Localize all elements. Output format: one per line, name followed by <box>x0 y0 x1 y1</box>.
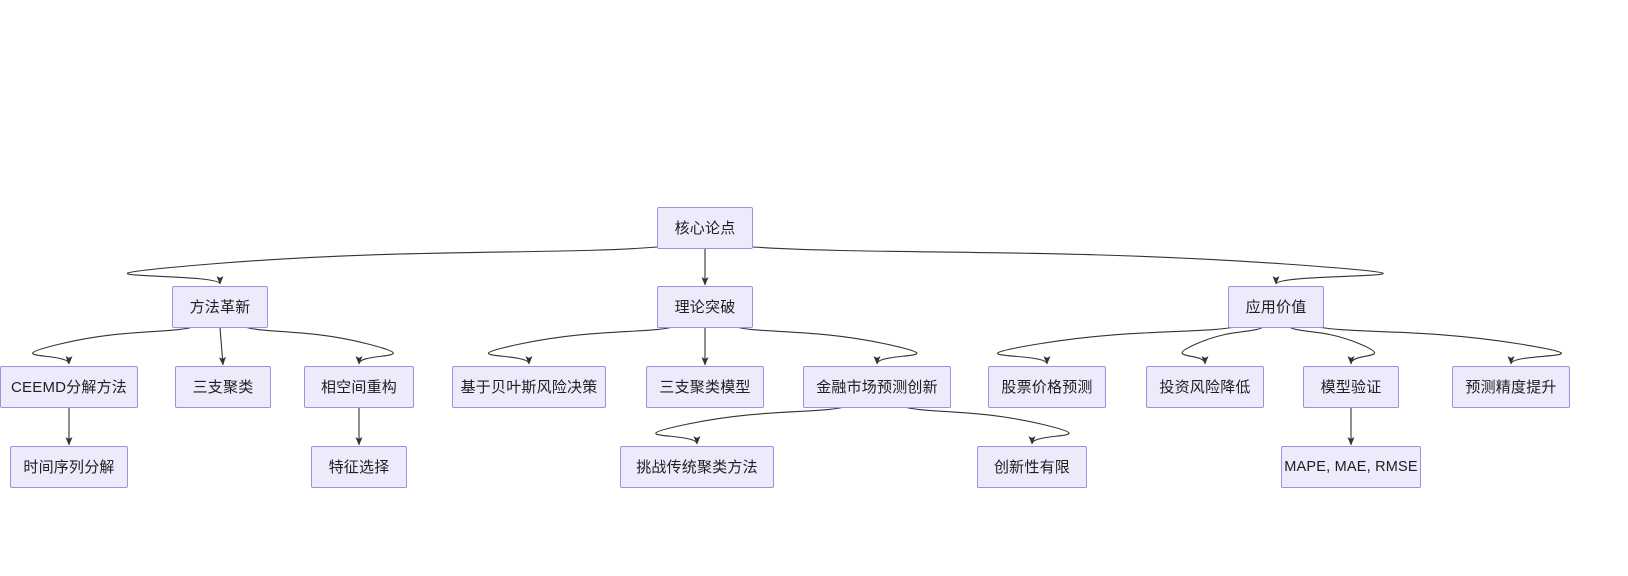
flowchart-edge-root-to-b1 <box>126 246 658 285</box>
node-label: 创新性有限 <box>993 458 1070 476</box>
flowchart-node-c6[interactable]: 金融市场预测创新 <box>803 366 951 408</box>
node-label: 投资风险降低 <box>1159 378 1251 396</box>
flowchart-node-d3[interactable]: 挑战传统聚类方法 <box>620 446 774 488</box>
flowchart-edge-b3-to-c9 <box>1287 325 1376 365</box>
flowchart-node-c1[interactable]: CEEMD分解方法 <box>0 366 138 408</box>
flowchart-node-c2[interactable]: 三支聚类 <box>175 366 271 408</box>
node-label: 模型验证 <box>1320 378 1382 396</box>
node-label: 三支聚类 <box>192 378 254 396</box>
node-label: 应用价值 <box>1245 298 1307 316</box>
flowchart-node-d4[interactable]: 创新性有限 <box>977 446 1087 488</box>
node-label: 时间序列分解 <box>23 458 115 476</box>
node-label: 预测精度提升 <box>1465 378 1557 396</box>
flowchart-node-c9[interactable]: 模型验证 <box>1303 366 1399 408</box>
flowchart-edge-root-to-b3 <box>752 246 1384 285</box>
flowchart-edge-b1-to-c2 <box>218 327 226 366</box>
node-label: CEEMD分解方法 <box>11 378 127 396</box>
flowchart-edge-b3-to-c10 <box>1313 325 1562 365</box>
node-label: 特征选择 <box>328 458 390 476</box>
node-label: 挑战传统聚类方法 <box>636 458 758 476</box>
node-label: 三支聚类模型 <box>659 378 751 396</box>
flowchart-edge-b1-to-c1 <box>32 325 197 365</box>
flowchart-edge-b2-to-c4 <box>488 325 678 365</box>
flowchart-node-d5[interactable]: MAPE, MAE, RMSE <box>1281 446 1421 488</box>
node-label: 股票价格预测 <box>1001 378 1093 396</box>
flowchart-node-c3[interactable]: 相空间重构 <box>304 366 414 408</box>
flowchart-edge-b3-to-c7 <box>997 325 1240 365</box>
flowchart-edge-b1-to-c3 <box>242 325 394 365</box>
flowchart-node-b3[interactable]: 应用价值 <box>1228 286 1324 328</box>
node-label: 金融市场预测创新 <box>816 378 938 396</box>
edges-group <box>32 246 1562 446</box>
flowchart-node-root[interactable]: 核心论点 <box>657 207 753 249</box>
node-label: 相空间重构 <box>320 378 397 396</box>
flowchart-node-c5[interactable]: 三支聚类模型 <box>646 366 764 408</box>
flowchart-node-c4[interactable]: 基于贝叶斯风险决策 <box>452 366 606 408</box>
flowchart-node-b1[interactable]: 方法革新 <box>172 286 268 328</box>
flowchart-edge-b2-to-c6 <box>732 325 918 365</box>
flowchart-node-c10[interactable]: 预测精度提升 <box>1452 366 1570 408</box>
flowchart-edge-c6-to-d3 <box>655 405 849 445</box>
flowchart-edge-c6-to-d4 <box>901 405 1070 445</box>
flowchart-node-c7[interactable]: 股票价格预测 <box>988 366 1106 408</box>
node-label: 方法革新 <box>189 298 251 316</box>
flowchart-node-c8[interactable]: 投资风险降低 <box>1146 366 1264 408</box>
node-label: 核心论点 <box>674 219 736 237</box>
flowchart-edge-b3-to-c8 <box>1181 325 1265 365</box>
node-label: MAPE, MAE, RMSE <box>1284 458 1418 475</box>
flowchart-node-d2[interactable]: 特征选择 <box>311 446 407 488</box>
flowchart-node-b2[interactable]: 理论突破 <box>657 286 753 328</box>
node-label: 基于贝叶斯风险决策 <box>460 378 598 396</box>
flowchart-node-d1[interactable]: 时间序列分解 <box>10 446 128 488</box>
node-label: 理论突破 <box>674 298 736 316</box>
